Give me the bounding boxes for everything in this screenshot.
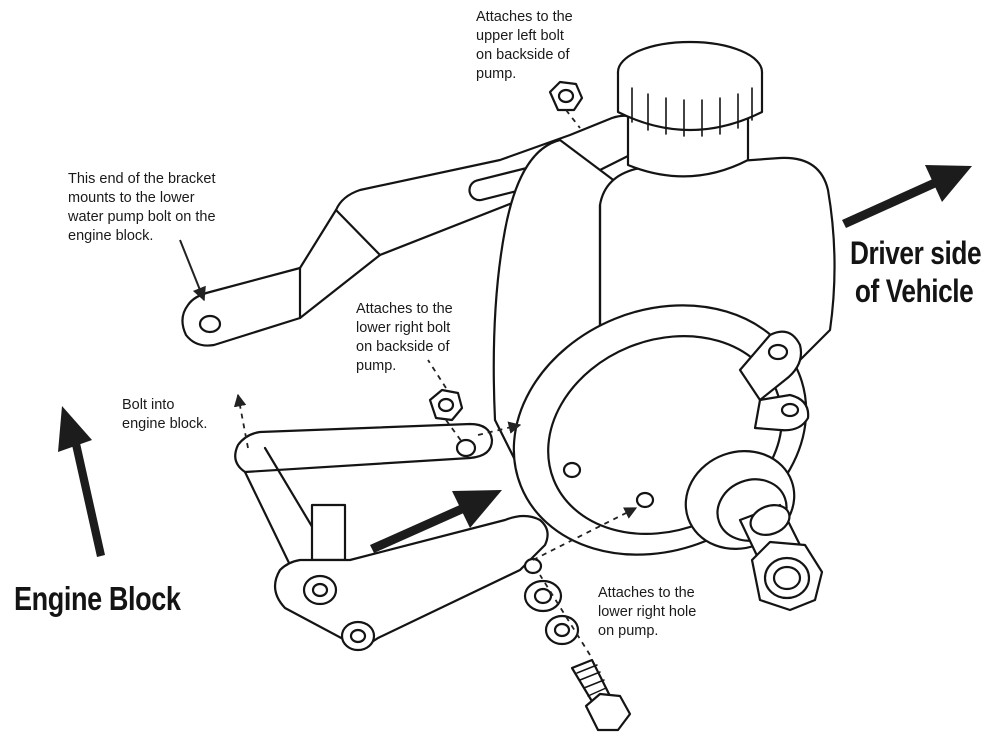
engine-block-label: Engine Block [14, 580, 181, 618]
note-line: Attaches to the [476, 9, 573, 25]
note-line: engine block. [68, 228, 154, 244]
note-line: pump. [356, 358, 397, 374]
pump-mounting-ears [738, 330, 810, 432]
note-line: This end of the bracket [68, 171, 216, 187]
note-line: on backside of [476, 47, 570, 63]
driver-side-line: Driver side [850, 235, 982, 271]
mounting-bolt [570, 658, 632, 732]
pump-shaft-hub [684, 450, 802, 564]
driver-side-label: Driver side of Vehicle [850, 234, 982, 310]
washers [523, 579, 580, 646]
note-line: mounts to the lower [68, 190, 195, 206]
note-line: lower right bolt [356, 320, 451, 336]
driver-side-line: of Vehicle [854, 273, 974, 309]
upper-nut [548, 80, 584, 112]
note-line: on backside of [356, 339, 450, 355]
engine-block-arrow [58, 406, 105, 557]
reservoir-cap [616, 40, 764, 178]
note-line: pump. [476, 66, 517, 82]
engine-block-text: Engine Block [14, 580, 181, 617]
note-line: Bolt into [122, 397, 175, 413]
driver-side-arrow [842, 165, 972, 228]
note-lower-right-hole: Attaches to the lower right hole on pump… [598, 584, 696, 641]
shaft-nut [750, 540, 824, 612]
note-lower-right-bolt: Attaches to the lower right bolt on back… [356, 300, 453, 376]
note-bracket-end: This end of the bracket mounts to the lo… [68, 170, 216, 246]
note-line: water pump bolt on the [68, 209, 216, 225]
note-line: Attaches to the [356, 301, 453, 317]
callout-arrows [179, 239, 206, 302]
center-insertion-arrow [370, 490, 502, 553]
lower-right-nut [428, 388, 464, 422]
dashed-leaders [233, 109, 638, 656]
note-line: upper left bolt [476, 28, 564, 44]
note-line: Attaches to the [598, 585, 695, 601]
lower-bracket [234, 422, 549, 652]
note-line: on pump. [598, 623, 659, 639]
note-line: lower right hole [598, 604, 697, 620]
direction-arrows [58, 165, 972, 557]
note-line: engine block. [122, 416, 208, 432]
note-upper-left-bolt: Attaches to the upper left bolt on backs… [476, 8, 573, 84]
note-bolt-into-block: Bolt into engine block. [122, 396, 207, 434]
